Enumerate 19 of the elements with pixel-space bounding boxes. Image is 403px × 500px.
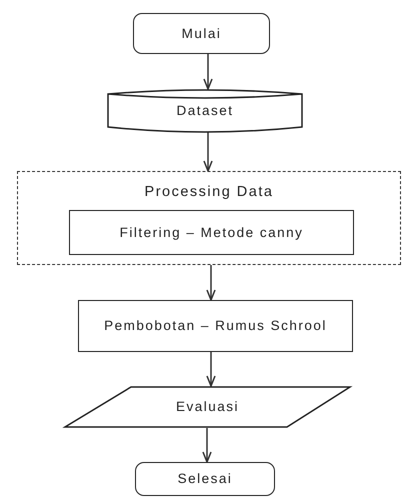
arrow xyxy=(202,428,212,463)
node-label: Evaluasi xyxy=(176,399,240,415)
group-title: Processing Data xyxy=(144,184,274,200)
start-terminal xyxy=(133,13,270,54)
arrow xyxy=(206,265,216,301)
node-label: Pembobotan – Rumus Schrool xyxy=(104,318,327,334)
data-store-shape xyxy=(107,89,303,133)
node-label: Dataset xyxy=(176,103,234,119)
arrow xyxy=(203,54,213,90)
process-box xyxy=(69,210,354,255)
node-label: Filtering – Metode canny xyxy=(120,224,304,240)
input-output-shape xyxy=(64,386,351,428)
node-label: Mulai xyxy=(182,26,222,42)
dashed-group-box xyxy=(17,171,401,265)
arrow xyxy=(206,352,216,387)
arrow xyxy=(203,132,213,172)
process-box xyxy=(78,300,353,352)
node-label: Selesai xyxy=(178,471,232,487)
end-terminal xyxy=(135,462,275,496)
